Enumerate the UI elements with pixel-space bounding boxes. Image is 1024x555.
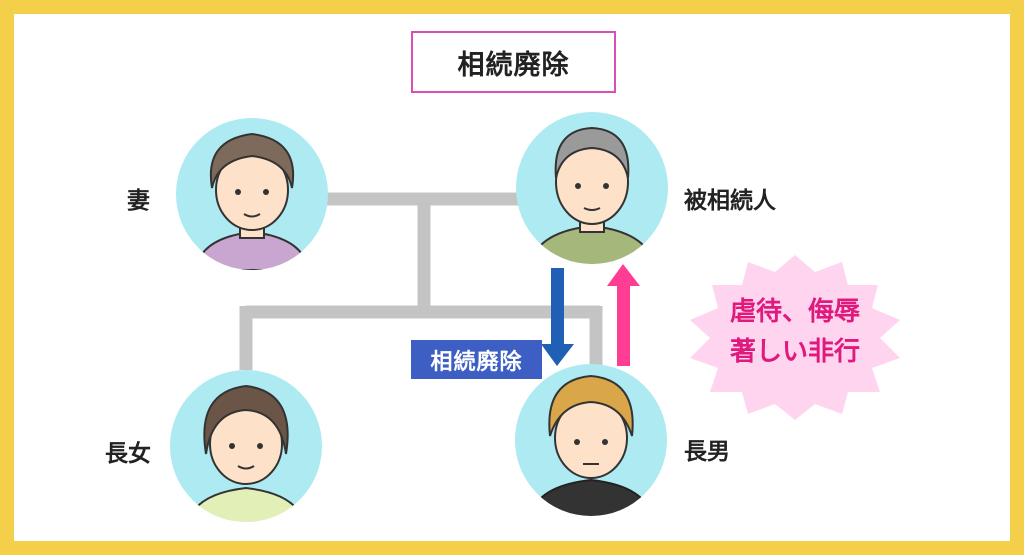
reason-line-1: 虐待、侮辱 bbox=[729, 297, 860, 327]
decedent-label: 被相続人 bbox=[684, 188, 776, 214]
wife-avatar bbox=[176, 118, 328, 270]
family-connectors bbox=[239, 192, 603, 372]
eldest-daughter-label: 長女 bbox=[105, 441, 151, 467]
page-title: 相続廃除 bbox=[411, 31, 616, 93]
eldest-daughter-avatar bbox=[170, 370, 322, 522]
eldest-son-avatar bbox=[515, 364, 667, 516]
eldest-son-label: 長男 bbox=[684, 439, 730, 465]
reason-text: 虐待、侮辱 著しい非行 bbox=[690, 292, 900, 372]
disinherit-down-arrow bbox=[541, 268, 574, 366]
abuse-up-arrow bbox=[607, 264, 640, 366]
reason-line-2: 著しい非行 bbox=[729, 337, 860, 367]
wife-label: 妻 bbox=[127, 188, 150, 214]
decedent-avatar bbox=[516, 112, 668, 264]
reason-burst bbox=[690, 255, 900, 420]
disinheritance-tag: 相続廃除 bbox=[411, 340, 542, 379]
